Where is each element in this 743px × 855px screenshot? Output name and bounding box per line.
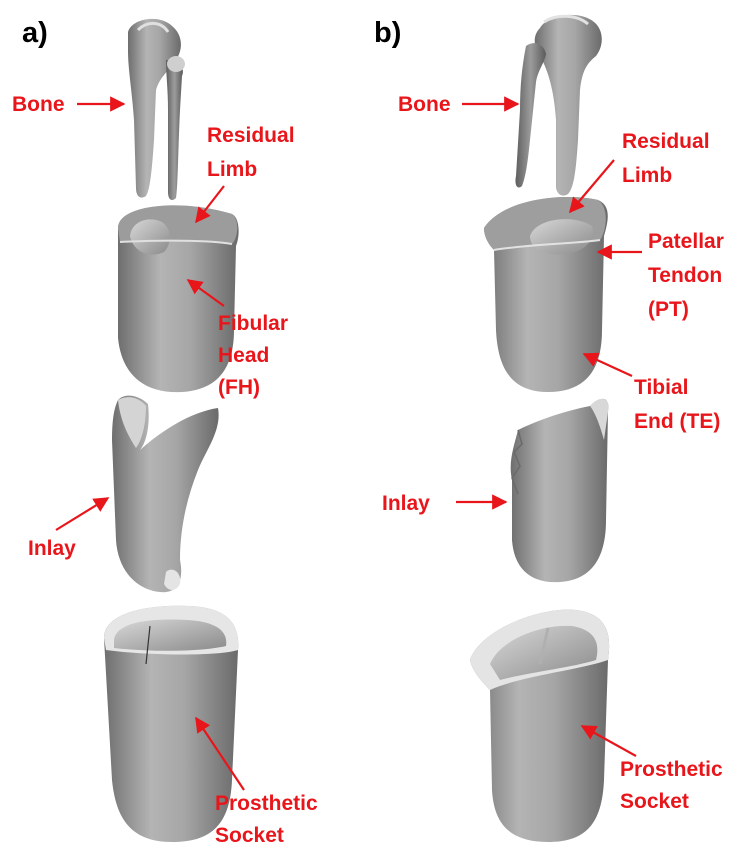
- callout-fibular-head-a-line2: Head: [218, 344, 269, 367]
- inlay-model-a: [112, 396, 219, 593]
- callout-residual-limb-a-line1: Residual: [207, 124, 295, 147]
- callout-fibular-head-a-line1: Fibular: [218, 312, 288, 335]
- callout-fibular-head-a-line3: (FH): [218, 376, 260, 399]
- callout-patellar-tendon-b-line3: (PT): [648, 298, 689, 321]
- callout-inlay-a: Inlay: [28, 537, 76, 560]
- panel-b: b) Bone Residual: [374, 15, 724, 842]
- inlay-model-b: [511, 399, 609, 582]
- callout-bone-b: Bone: [398, 93, 451, 116]
- callout-bone-a: Bone: [12, 93, 65, 116]
- arrow-inlay-a: [56, 498, 108, 530]
- callout-patellar-tendon-b-line1: Patellar: [648, 230, 724, 253]
- callout-patellar-tendon-b-line2: Tendon: [648, 264, 722, 287]
- bone-model-b: [515, 15, 601, 196]
- callout-socket-a-line2: Socket: [215, 824, 284, 847]
- callout-inlay-b: Inlay: [382, 492, 430, 515]
- callout-residual-limb-b-line2: Limb: [622, 164, 672, 187]
- panel-a: a) Bone Res: [12, 17, 318, 847]
- callout-tibial-end-b-line2: End (TE): [634, 410, 720, 433]
- callout-tibial-end-b-line1: Tibial: [634, 376, 688, 399]
- callout-socket-b-line2: Socket: [620, 790, 689, 813]
- residual-limb-model-b: [484, 197, 608, 392]
- callout-socket-a-line1: Prosthetic: [215, 792, 318, 815]
- panel-b-label: b): [374, 17, 401, 49]
- callout-residual-limb-a-line2: Limb: [207, 158, 257, 181]
- panel-a-label: a): [22, 17, 48, 49]
- bone-model-a: [128, 19, 185, 200]
- socket-model-b: [470, 610, 609, 842]
- callout-residual-limb-b-line1: Residual: [622, 130, 710, 153]
- callout-socket-b-line1: Prosthetic: [620, 758, 723, 781]
